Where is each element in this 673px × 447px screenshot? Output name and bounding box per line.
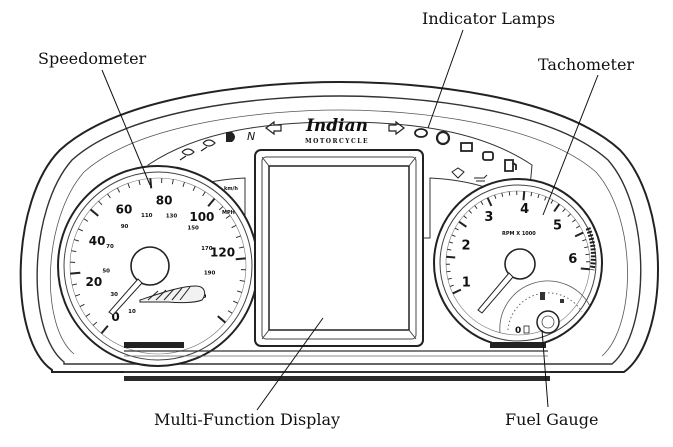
major-tick	[70, 273, 80, 274]
kmh-label: 150	[187, 226, 199, 232]
speedometer-callout: Speedometer	[38, 49, 147, 68]
kmh-label: 70	[106, 244, 114, 250]
fuel-gauge-empty-label: 0	[515, 326, 521, 336]
fuel-gauge-callout: Fuel Gauge	[505, 410, 598, 429]
mph-label: 20	[86, 275, 103, 289]
multi-function-display	[255, 150, 423, 346]
rpm-label: 6	[568, 252, 577, 267]
kmh-label: 90	[121, 224, 129, 230]
rpm-label: 3	[484, 210, 493, 225]
speedometer-hub	[131, 247, 169, 285]
rpm-label: 5	[553, 218, 562, 233]
rpm-label: 2	[461, 239, 470, 254]
fuel-gauge-hub	[537, 311, 559, 333]
indian-logo: Indian MOTORCYCLE	[305, 116, 369, 145]
major-tick	[446, 257, 455, 258]
neutral-lamp-icon: N	[247, 130, 255, 143]
kmh-label: 110	[141, 213, 153, 219]
mph-label: 80	[156, 193, 173, 207]
rpm-label: 1	[462, 275, 471, 290]
major-tick	[150, 178, 151, 188]
speedometer-unit-upper: km/h	[224, 186, 238, 192]
kmh-label: 30	[110, 292, 118, 298]
multi-function-display-callout: Multi-Function Display	[154, 410, 340, 429]
major-tick	[236, 258, 246, 259]
kmh-label: 190	[204, 271, 216, 277]
kmh-label: 10	[128, 309, 136, 315]
kmh-label: 170	[201, 246, 213, 252]
mph-label: 100	[189, 210, 214, 224]
indicator-lamps-callout: Indicator Lamps	[422, 9, 555, 28]
logo-subtitle: MOTORCYCLE	[305, 138, 369, 145]
kmh-label: 130	[166, 214, 178, 220]
major-tick	[523, 191, 524, 200]
mph-label: 120	[210, 245, 235, 259]
tachometer-callout: Tachometer	[538, 55, 634, 74]
major-tick	[581, 268, 590, 269]
mph-label: 60	[116, 203, 133, 217]
speedometer-unit-lower: MPH	[222, 210, 235, 216]
mph-label: 40	[89, 234, 106, 248]
rpm-label: 4	[520, 202, 529, 217]
kmh-label: 50	[102, 268, 110, 274]
tachometer-unit: RPM X 1000	[502, 231, 536, 237]
logo-script: Indian	[305, 116, 368, 136]
